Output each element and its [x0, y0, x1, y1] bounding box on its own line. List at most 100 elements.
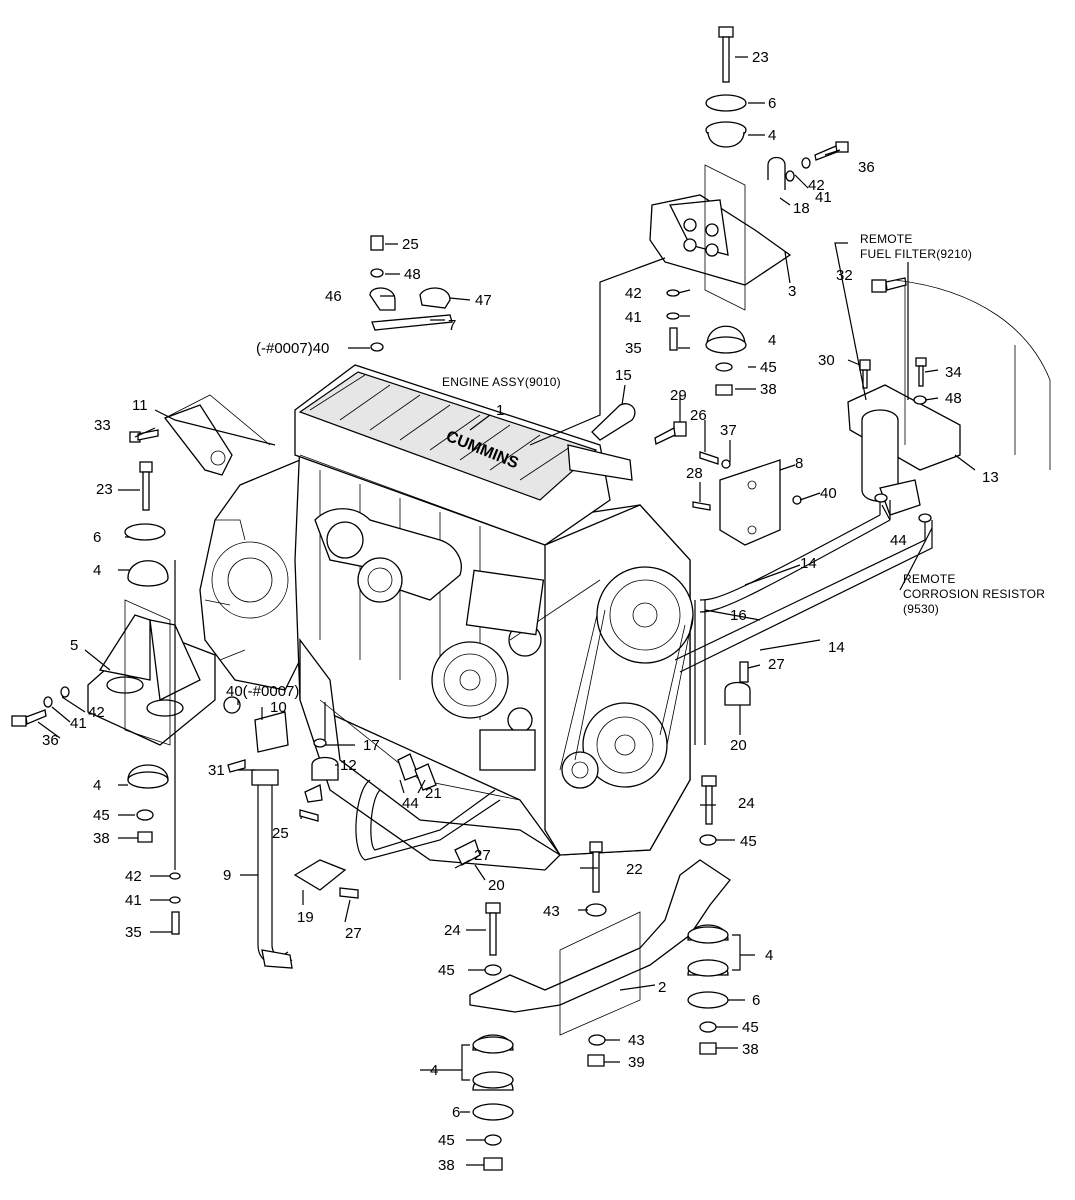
corrosion-resistor-caption-line2: CORROSION RESISTOR — [903, 587, 1045, 601]
captions: ENGINE ASSY(9010) REMOTE FUEL FILTER(921… — [442, 232, 1045, 616]
callout-6: 6 — [752, 992, 760, 1009]
callout-1: 1 — [496, 402, 504, 419]
callout-42: 42 — [125, 868, 142, 885]
callout-28: 28 — [686, 465, 703, 482]
callout-23: 23 — [752, 49, 769, 66]
callout-45: 45 — [742, 1019, 759, 1036]
fuel-filter-caption-line2: FUEL FILTER(9210) — [860, 247, 972, 261]
callout-45: 45 — [93, 807, 110, 824]
callout-48: 48 — [945, 390, 962, 407]
callout-15: 15 — [615, 367, 632, 384]
callout-25: 25 — [272, 825, 289, 842]
callout-23: 23 — [96, 481, 113, 498]
callout-14: 14 — [800, 555, 817, 572]
callout-24: 24 — [738, 795, 755, 812]
left-front-mount — [11, 461, 216, 935]
callout-4: 4 — [768, 127, 776, 144]
callout-19: 19 — [297, 909, 314, 926]
clamp-assembly — [369, 235, 453, 352]
callout-45: 45 — [438, 1132, 455, 1149]
callout-4: 4 — [768, 332, 776, 349]
callout-18: 18 — [793, 200, 810, 217]
callout-41: 41 — [815, 189, 832, 206]
callout-4: 4 — [430, 1062, 438, 1079]
callout-35: 35 — [625, 340, 642, 357]
callout-45: 45 — [740, 833, 757, 850]
callout-40: (-#0007)40 — [256, 340, 329, 357]
callout-45: 45 — [760, 359, 777, 376]
callout-41: 41 — [70, 715, 87, 732]
callout-42: 42 — [88, 704, 105, 721]
callout-42: 42 — [625, 285, 642, 302]
callout-39: 39 — [628, 1054, 645, 1071]
callout-31: 31 — [208, 762, 225, 779]
callout-42: 42 — [808, 177, 825, 194]
callout-35: 35 — [125, 924, 142, 941]
callout-38: 38 — [93, 830, 110, 847]
callout-2: 2 — [658, 979, 666, 996]
callout-47: 47 — [475, 292, 492, 309]
callout-12: 12 — [340, 757, 357, 774]
callout-34: 34 — [945, 364, 962, 381]
corrosion-resistor-caption-line1: REMOTE — [903, 572, 956, 586]
callout-36: 36 — [858, 159, 875, 176]
callout-41: 41 — [125, 892, 142, 909]
callout-4: 4 — [93, 562, 101, 579]
upper-right-mount — [649, 26, 849, 396]
callout-4: 4 — [765, 947, 773, 964]
callout-46: 46 — [325, 288, 342, 305]
callout-33: 33 — [94, 417, 111, 434]
callout-44: 44 — [890, 532, 907, 549]
callout-41: 41 — [625, 309, 642, 326]
callout-10: 10 — [270, 699, 287, 716]
callout-6: 6 — [768, 95, 776, 112]
callout-numbers: 23 6 4 36 42 41 18 3 42 41 4 35 45 38 25… — [42, 49, 999, 1174]
corrosion-resistor-caption-line3: (9530) — [903, 602, 939, 616]
callout-9: 9 — [223, 867, 231, 884]
callout-11: 11 — [132, 397, 148, 414]
callout-8: 8 — [795, 455, 803, 472]
callout-20: 20 — [488, 877, 505, 894]
callout-38: 38 — [742, 1041, 759, 1058]
callout-22: 22 — [626, 861, 643, 878]
fuel-filter-bracket — [847, 277, 1051, 516]
callout-38: 38 — [760, 381, 777, 398]
callout-7: 7 — [448, 317, 456, 334]
callout-21: 21 — [425, 785, 442, 802]
callout-6: 6 — [93, 529, 101, 546]
callout-25: 25 — [402, 236, 419, 253]
callout-20: 20 — [730, 737, 747, 754]
callout-13: 13 — [982, 469, 999, 486]
bracket-8-15 — [567, 403, 802, 546]
callout-38: 38 — [438, 1157, 455, 1174]
callout-6: 6 — [452, 1104, 460, 1121]
callout-43: 43 — [628, 1032, 645, 1049]
lower-right-mount — [461, 775, 741, 1171]
callout-27: 27 — [474, 847, 491, 864]
callout-14: 14 — [828, 639, 845, 656]
callout-27: 27 — [345, 925, 362, 942]
callout-24: 24 — [444, 922, 461, 939]
callout-30: 30 — [818, 352, 835, 369]
callout-48: 48 — [404, 266, 421, 283]
callout-37: 37 — [720, 422, 737, 439]
callout-16: 16 — [730, 607, 747, 624]
callout-5: 5 — [70, 637, 78, 654]
callout-45: 45 — [438, 962, 455, 979]
callout-27: 27 — [768, 656, 785, 673]
pipe-and-lower-hoses — [223, 661, 751, 969]
callout-29: 29 — [670, 387, 687, 404]
callout-17: 17 — [363, 737, 380, 754]
engine-assy-caption: ENGINE ASSY(9010) — [442, 375, 561, 389]
callout-43: 43 — [543, 903, 560, 920]
leader-lines — [37, 56, 976, 1166]
callout-32: 32 — [836, 267, 853, 284]
callout-3: 3 — [788, 283, 796, 300]
callout-40: 40 — [820, 485, 837, 502]
callout-26: 26 — [690, 407, 707, 424]
engine-assembly: CUMMINS — [199, 364, 694, 871]
callout-4: 4 — [93, 777, 101, 794]
callout-40: 40(-#0007) — [226, 683, 299, 700]
fuel-filter-caption-line1: REMOTE — [860, 232, 913, 246]
